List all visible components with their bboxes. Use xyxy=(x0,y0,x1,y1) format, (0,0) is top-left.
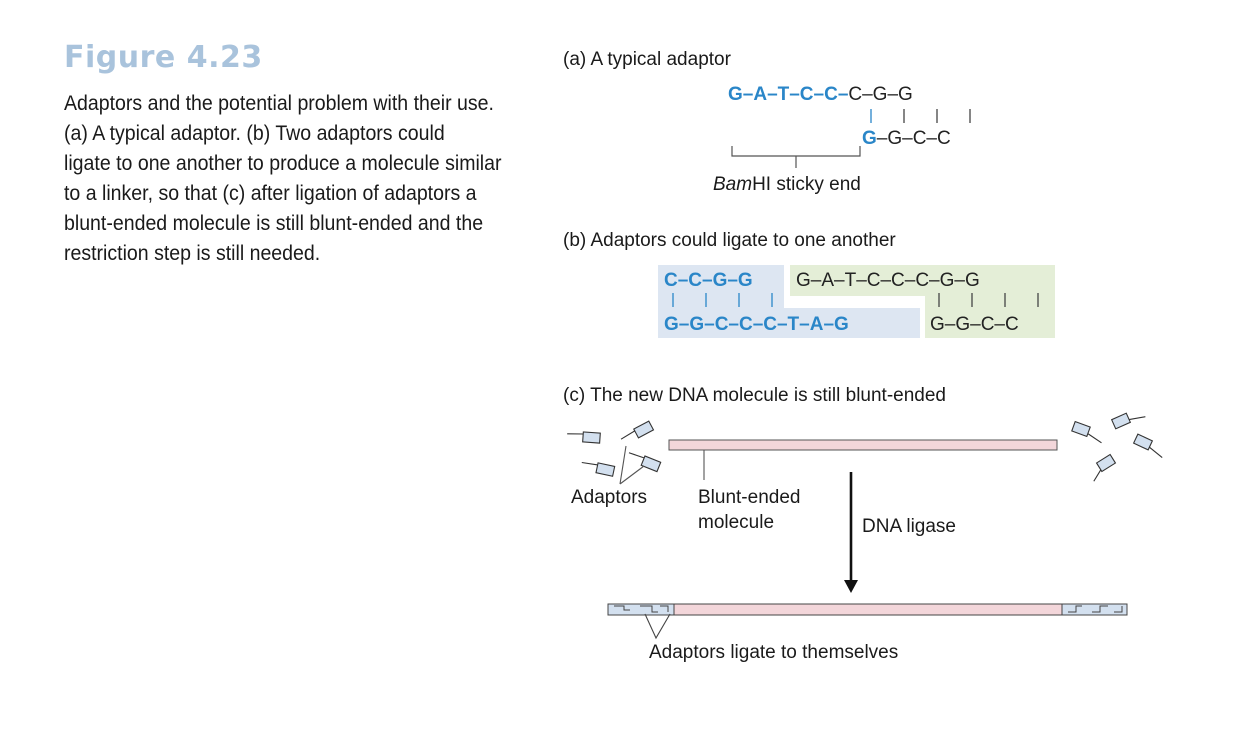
panel-a-bottom-paired: –G–C–C xyxy=(877,128,951,149)
caption-line: blunt-ended molecule is still blunt-ende… xyxy=(64,212,484,235)
result-pointer xyxy=(644,613,671,640)
caption-line: ligate to one another to produce a molec… xyxy=(64,152,502,175)
panel-b-left-top: C–C–G–G xyxy=(664,270,753,291)
ligated-molecule xyxy=(607,603,1128,616)
adaptor-icon xyxy=(1110,412,1146,430)
adaptors-label: Adaptors xyxy=(571,487,647,508)
sticky-end-bracket xyxy=(731,146,861,168)
figure-caption: Adaptors and the potential problem with … xyxy=(64,89,502,269)
ligase-label: DNA ligase xyxy=(862,516,956,537)
panel-b-left-bottom: G–G–C–C–C–T–A–G xyxy=(664,314,849,335)
bamhi-italic: Bam xyxy=(713,174,752,195)
adaptors-pointer xyxy=(619,445,645,485)
blunt-ended-molecule xyxy=(668,439,1058,451)
panel-a-top-sticky: G–A–T–C–C– xyxy=(728,84,848,105)
ligase-arrowhead xyxy=(844,580,858,593)
panel-b-left-ticks xyxy=(672,293,773,307)
ligated-blunt-molecule xyxy=(673,603,1063,616)
panel-b-right-ticks xyxy=(938,293,1039,307)
caption-line: (a) A typical adaptor. (b) Two adaptors … xyxy=(64,122,445,145)
adaptor-icon xyxy=(628,452,662,473)
right-adaptor-joins xyxy=(1068,605,1123,613)
molecule-label-line-1: Blunt-ended xyxy=(698,487,800,508)
adaptor-1-box xyxy=(658,265,920,338)
sticky-end-label: BamHI sticky end xyxy=(713,174,861,195)
free-adaptors-left xyxy=(567,420,662,477)
panel-b-right-top: G–A–T–C–C–C–G–G xyxy=(796,270,980,291)
adaptor-icon xyxy=(1071,420,1102,444)
molecule-label-line-2: molecule xyxy=(698,512,774,533)
adaptor-icon xyxy=(567,431,601,444)
panel-a-bottom-blue: G xyxy=(862,128,877,149)
caption-line: to a linker, so that (c) after ligation … xyxy=(64,182,477,205)
adaptor-2-box xyxy=(790,265,1055,338)
free-adaptors-right xyxy=(1071,412,1163,482)
adaptor-icon xyxy=(581,461,616,477)
adaptor-icon xyxy=(1132,433,1163,459)
panel-b-label: (b) Adaptors could ligate to one another xyxy=(563,230,896,251)
panel-a-top-paired: C–G–G xyxy=(848,84,912,105)
panel-a-base-pair-ticks xyxy=(870,109,971,123)
left-adaptor-joins xyxy=(614,605,669,613)
caption-line: Adaptors and the potential problem with … xyxy=(64,92,494,115)
panel-a-bottom-strand: G–G–C–C xyxy=(862,128,951,149)
panel-b-right-bottom: G–G–C–C xyxy=(930,314,1019,335)
caption-line: restriction step is still needed. xyxy=(64,242,321,265)
adaptor-icon xyxy=(620,420,655,440)
figure-title: Figure 4.23 xyxy=(64,40,263,75)
panel-c-label: (c) The new DNA molecule is still blunt-… xyxy=(563,385,946,406)
panel-a-top-strand: G–A–T–C–C–C–G–G xyxy=(728,84,913,105)
adaptor-icon xyxy=(1093,453,1117,482)
panel-a-label: (a) A typical adaptor xyxy=(563,49,732,70)
sticky-end-text: HI sticky end xyxy=(752,174,861,195)
result-label: Adaptors ligate to themselves xyxy=(649,642,898,663)
right-adaptor-concatemer xyxy=(1061,603,1128,616)
